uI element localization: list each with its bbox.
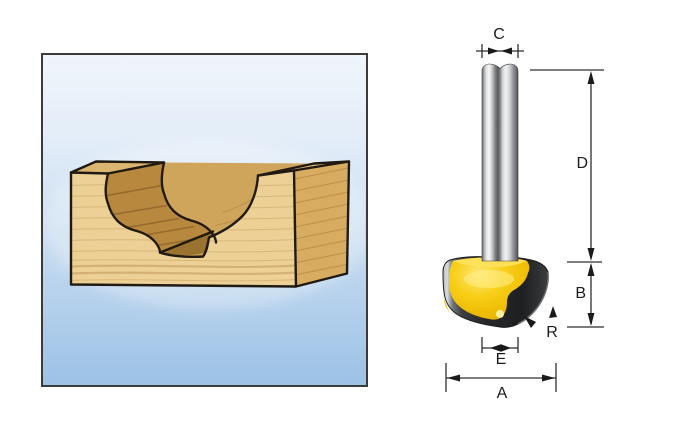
groove-left-wall — [105, 162, 216, 253]
arrowhead — [524, 316, 536, 328]
dimension-label-a: A — [497, 385, 508, 402]
arrowhead — [587, 71, 595, 84]
second-flute-edge — [443, 297, 450, 314]
cutter-head — [442, 256, 550, 328]
shank — [481, 63, 519, 262]
front-face-grain — [71, 184, 296, 282]
block-outlines — [69, 160, 351, 288]
arrowhead — [587, 248, 595, 261]
carbide-highlight — [464, 270, 514, 288]
carbide-tip-highlight — [496, 310, 504, 318]
dimension-label-e: E — [496, 351, 507, 368]
dimension-r — [524, 306, 557, 328]
dimension-label-d: D — [576, 155, 588, 172]
dimension-b — [567, 261, 604, 328]
dimension-d — [530, 69, 604, 261]
arrowhead — [490, 344, 511, 352]
right-face-grain — [294, 167, 349, 276]
dimension-label-r: R — [546, 324, 558, 341]
arrowhead — [587, 263, 595, 276]
arrowhead — [549, 306, 557, 318]
arrowhead — [587, 313, 595, 326]
top-face-left — [71, 161, 164, 174]
carbide-face — [449, 257, 530, 320]
right-side-face — [294, 161, 349, 287]
arrowhead — [501, 47, 512, 55]
front-face — [71, 170, 296, 287]
dimension-e — [481, 337, 519, 353]
arrowhead — [542, 374, 555, 382]
dimension-label-c: C — [493, 26, 505, 43]
dimension-a — [445, 363, 557, 392]
arrowhead — [447, 374, 460, 382]
dimension-c — [476, 44, 524, 58]
dimension-label-b: B — [575, 285, 586, 302]
arrowhead — [488, 47, 499, 55]
wood-block-illustration — [44, 139, 365, 310]
wood-profile-example-panel — [41, 53, 368, 387]
